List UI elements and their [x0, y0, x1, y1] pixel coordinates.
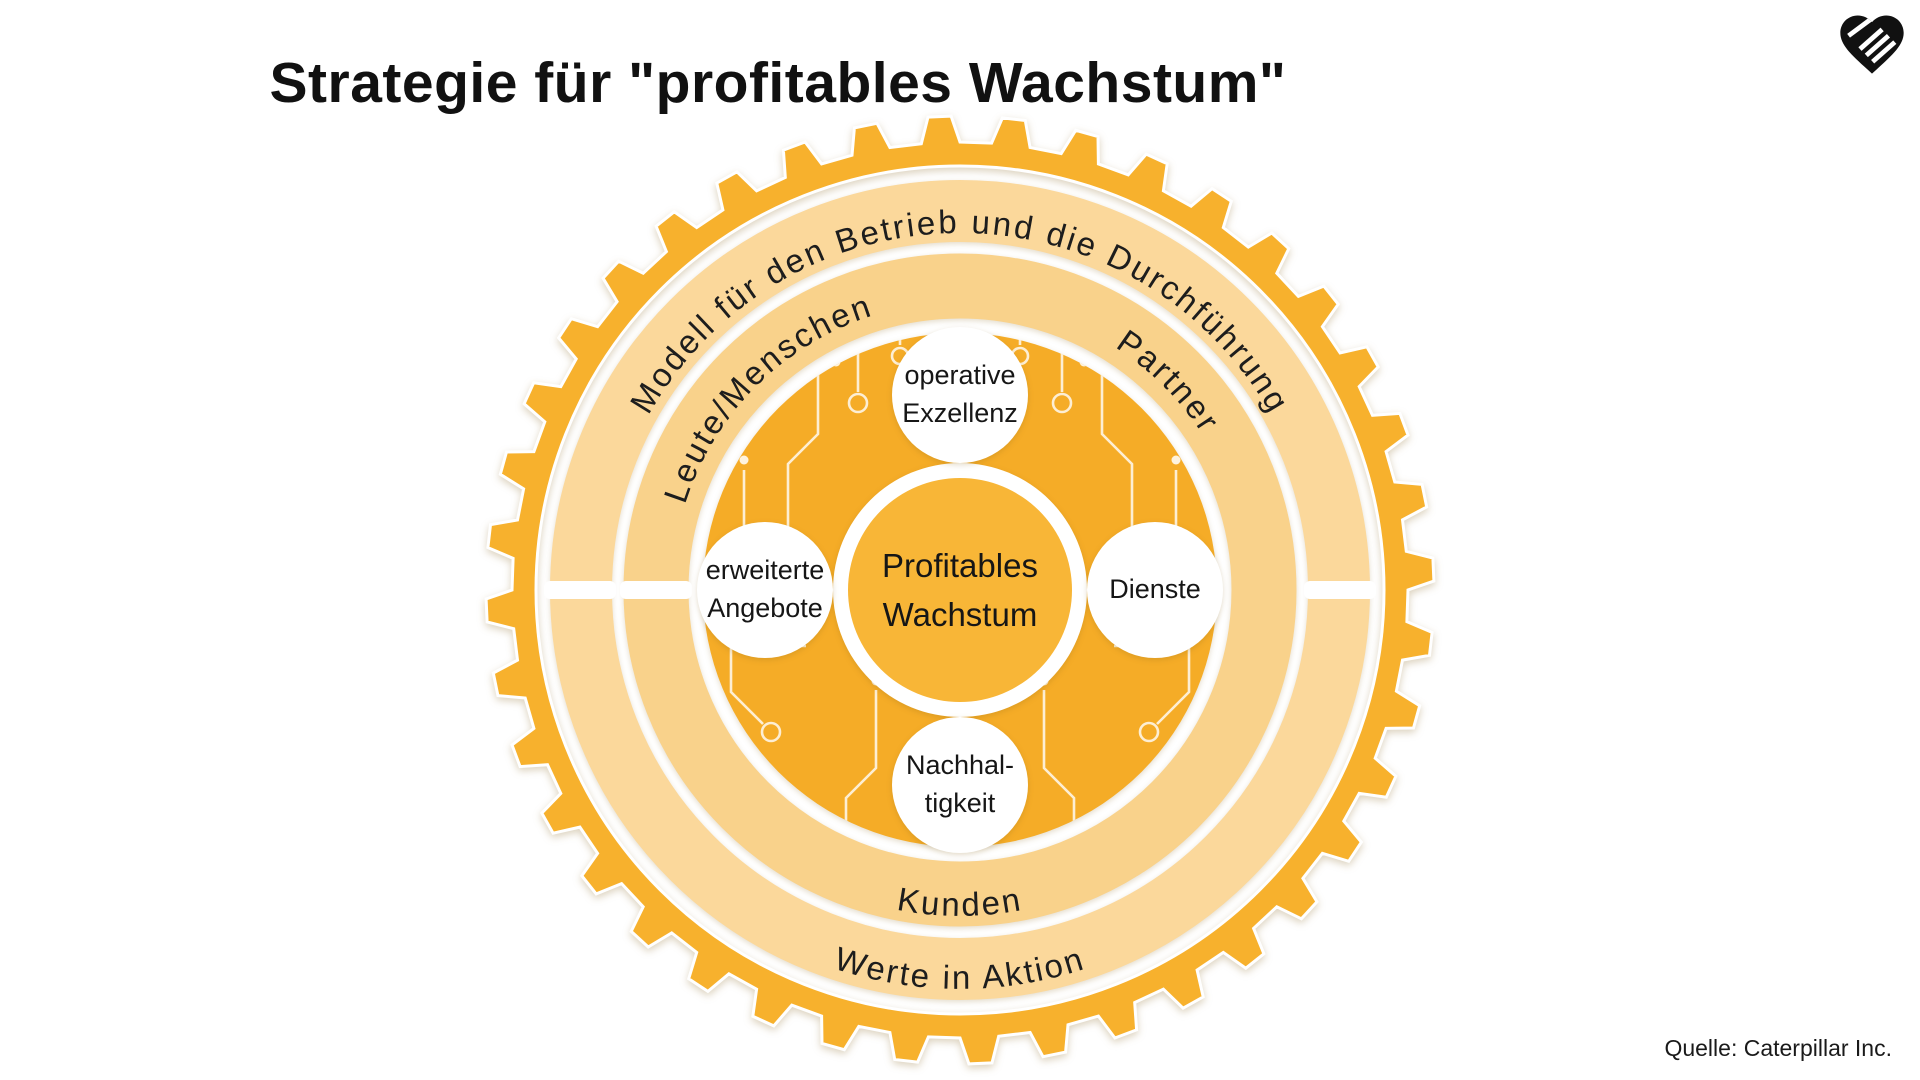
- satellite-left-label: erweiterte Angebote: [705, 555, 825, 623]
- satellite-bottom-circle: [892, 717, 1028, 853]
- ring-gaps: [544, 581, 1376, 599]
- satellite-circles: [697, 327, 1223, 853]
- satellite-bottom-label: Nachhal- tigkeit: [905, 750, 1015, 818]
- page-title: Strategie für "profitables Wachstum": [269, 51, 1287, 116]
- satellite-right-label: Dienste: [1109, 574, 1201, 605]
- heart-handshake-icon: [1840, 15, 1904, 74]
- source-note: Quelle: Caterpillar Inc.: [1664, 1035, 1892, 1061]
- satellite-top-circle: [892, 327, 1028, 463]
- handshake-stripes: [1847, 17, 1897, 64]
- gear-wheel: [484, 114, 1436, 1066]
- center-circle: [848, 478, 1072, 702]
- satellite-top-label: operative Exzellenz: [902, 360, 1018, 428]
- satellite-right-circle: [1087, 522, 1223, 658]
- satellite-left-circle: [697, 522, 833, 658]
- center-circle-label: Profitables Wachstum: [882, 546, 1038, 634]
- middle-ring-bottom-label: Kunden: [895, 880, 1025, 923]
